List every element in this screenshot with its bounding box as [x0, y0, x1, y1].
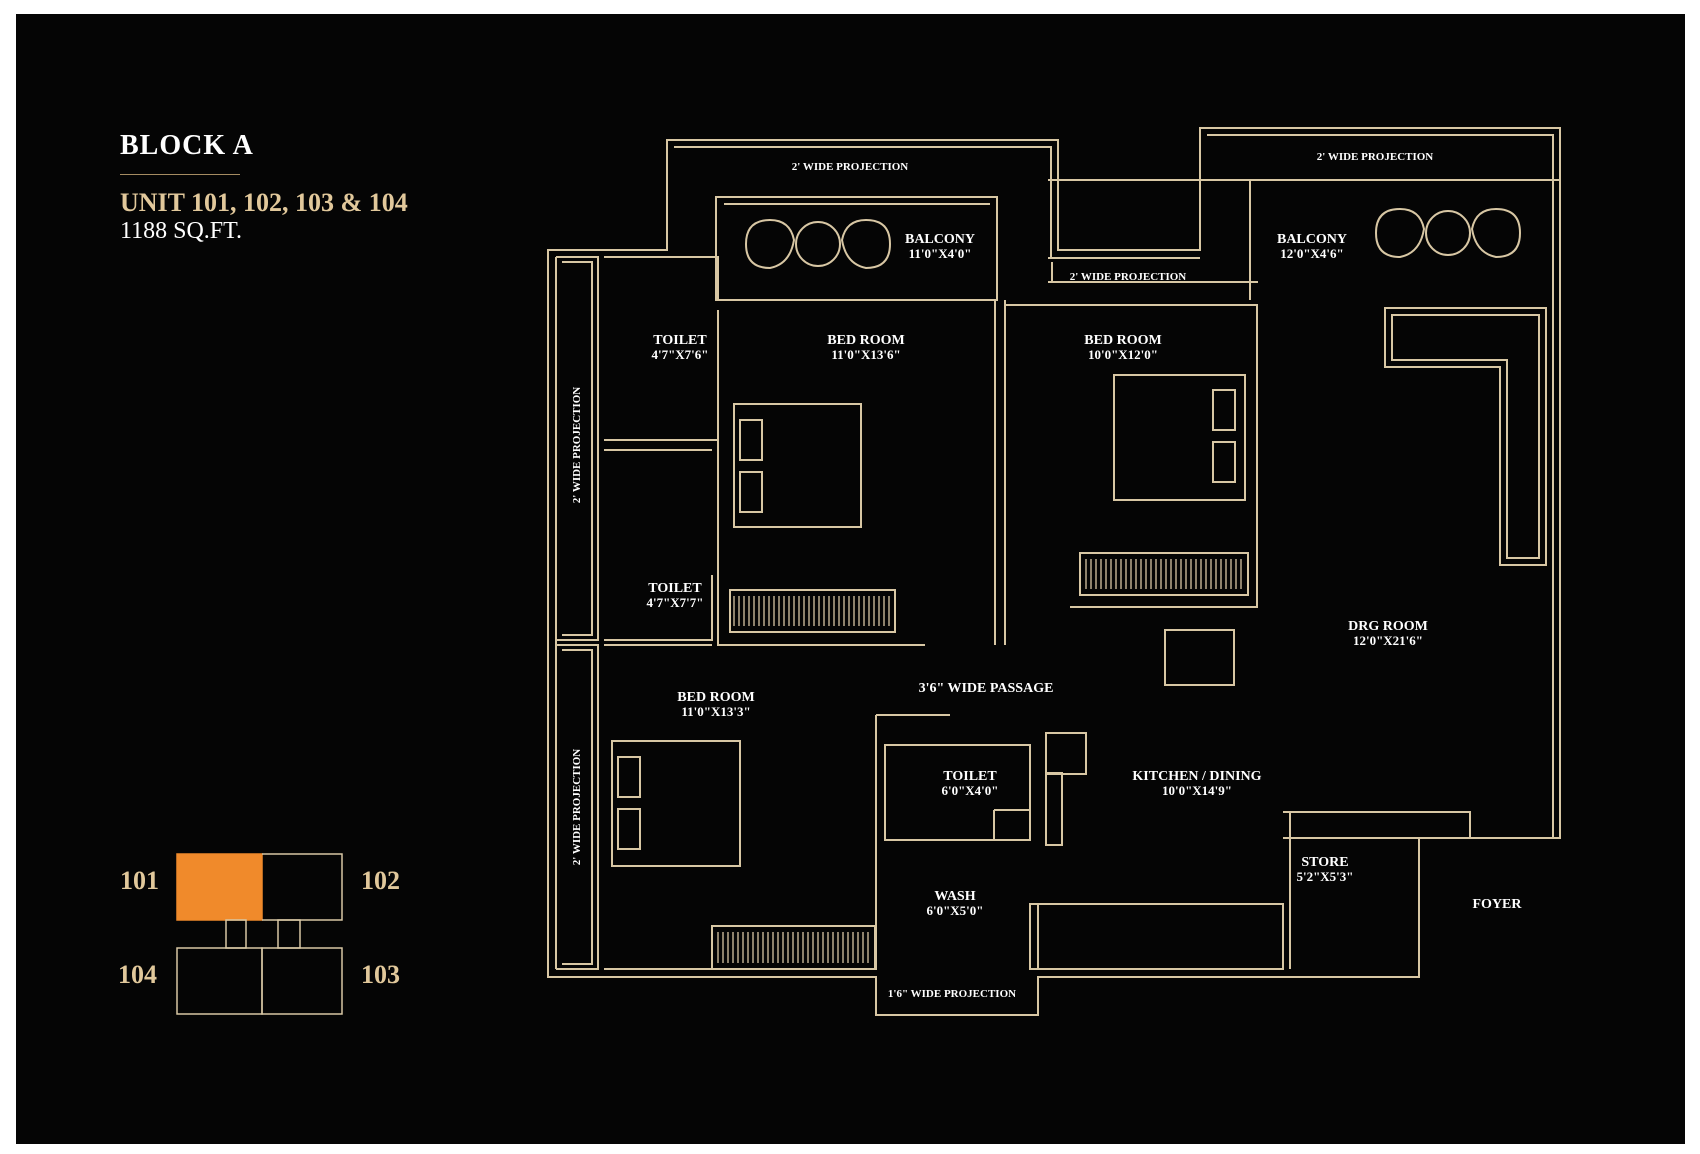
units-title: UNIT 101, 102, 103 & 104: [120, 188, 408, 217]
key-label-103: 103: [361, 960, 400, 989]
room-name-kitchen: KITCHEN / DINING: [1132, 769, 1261, 784]
projection-label-top-middle: 2' WIDE PROJECTION: [1070, 271, 1187, 283]
key-plan-highlight-101: [176, 853, 263, 921]
room-size-balcony_1: 11'0"X4'0": [909, 246, 972, 261]
room-size-bedroom_1: 11'0"X13'6": [831, 347, 900, 362]
room-size-kitchen: 10'0"X14'9": [1162, 783, 1232, 798]
key-label-102: 102: [361, 866, 400, 895]
room-size-bedroom_2: 10'0"X12'0": [1088, 347, 1158, 362]
area-label: 1188 SQ.FT.: [120, 218, 243, 244]
room-name-balcony_1: BALCONY: [905, 232, 975, 247]
room-name-balcony_2: BALCONY: [1277, 232, 1347, 247]
room-size-toilet_1: 4'7"X7'6": [651, 347, 708, 362]
projection-label-left-upper: 2' WIDE PROJECTION: [571, 387, 583, 504]
room-size-drg: 12'0"X21'6": [1353, 633, 1423, 648]
room-size-bedroom_3: 11'0"X13'3": [681, 704, 750, 719]
key-plan-outline-4: [277, 919, 301, 949]
projection-label-top-left: 2' WIDE PROJECTION: [792, 161, 909, 173]
room-name-bedroom_1: BED ROOM: [827, 333, 904, 348]
key-label-101: 101: [120, 866, 159, 895]
room-name-bedroom_3: BED ROOM: [677, 690, 754, 705]
room-name-toilet_2: TOILET: [648, 581, 702, 596]
room-name-wash: WASH: [934, 889, 975, 904]
room-size-wash: 6'0"X5'0": [926, 903, 983, 918]
key-plan-outline-3: [225, 919, 247, 949]
room-size-toilet_3: 6'0"X4'0": [941, 783, 998, 798]
room-name-passage: 3'6" WIDE PASSAGE: [919, 681, 1054, 696]
room-size-store: 5'2"X5'3": [1296, 869, 1353, 884]
room-name-toilet_1: TOILET: [653, 333, 707, 348]
room-size-balcony_2: 12'0"X4'6": [1280, 246, 1344, 261]
room-size-toilet_2: 4'7"X7'7": [646, 595, 703, 610]
projection-label-bottom: 1'6" WIDE PROJECTION: [888, 988, 1016, 1000]
room-name-drg: DRG ROOM: [1348, 619, 1428, 634]
projection-label-left-lower: 2' WIDE PROJECTION: [571, 749, 583, 866]
room-name-foyer: FOYER: [1473, 897, 1523, 912]
key-label-104: 104: [118, 960, 157, 989]
key-plan-outline-0: [262, 853, 343, 921]
room-name-toilet_3: TOILET: [943, 769, 997, 784]
title-divider: [120, 174, 240, 175]
room-name-store: STORE: [1301, 855, 1348, 870]
room-name-bedroom_2: BED ROOM: [1084, 333, 1161, 348]
key-plan-outline-2: [261, 947, 343, 1015]
block-title: BLOCK A: [120, 130, 254, 161]
key-plan-outline-1: [176, 947, 263, 1015]
plan-frame: [16, 14, 1685, 1144]
projection-label-top-right: 2' WIDE PROJECTION: [1317, 151, 1434, 163]
